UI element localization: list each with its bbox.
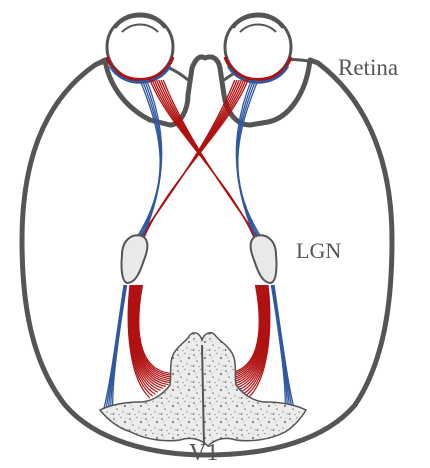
- optic-radiation-left-blue: [104, 285, 124, 408]
- optic-fiber-uncrossed-left: [142, 80, 162, 240]
- left-eye: [107, 14, 173, 83]
- optic-fiber-uncrossed-right: [236, 80, 256, 240]
- lgn-right: [251, 235, 277, 283]
- right-eye: [225, 14, 291, 83]
- optic-fibers: [135, 80, 263, 240]
- optic-fiber-uncrossed-left: [135, 80, 160, 240]
- lgn-left: [122, 235, 148, 283]
- optic-radiation-right-blue: [274, 285, 294, 408]
- optic-fiber-uncrossed-right: [238, 80, 263, 240]
